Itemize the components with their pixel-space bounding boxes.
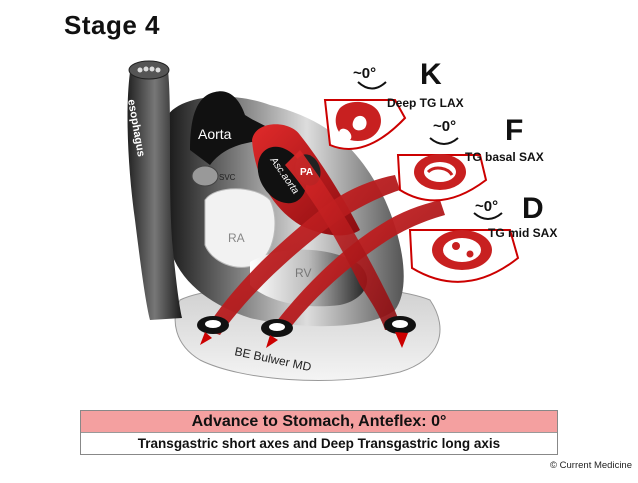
view-k-name: Deep TG LAX [387,96,464,110]
view-d-angle: ~0° [475,198,499,215]
stage-title: Stage 4 [64,10,160,40]
echo-view-k [323,81,407,150]
esophagus-opening [128,60,170,80]
svc-vessel [191,165,219,187]
probe-tip-3 [384,316,416,348]
view-f-letter: F [505,114,524,147]
label-svc: SVC [219,173,236,182]
esophagus-tube [127,63,182,321]
label-rv: RV [295,266,311,280]
right-atrium [204,188,276,268]
banner-subheading: Transgastric short axes and Deep Transga… [81,433,557,454]
label-pa: PA [300,167,313,178]
label-aorta: Aorta [198,126,232,142]
echo-view-d [408,212,520,283]
probe-plane-3 [285,150,400,330]
probe-tip-2 [261,319,293,348]
view-f-name: TG basal SAX [465,150,544,164]
label-ra: RA [228,231,245,245]
echo-view-f [396,137,488,202]
probe-tip-1 [197,316,229,345]
view-f-angle: ~0° [433,118,457,135]
instruction-banner: Advance to Stomach, Anteflex: 0° Transga… [80,410,558,455]
view-k-angle: ~0° [353,65,377,82]
view-d-letter: D [522,192,544,225]
banner-heading: Advance to Stomach, Anteflex: 0° [81,411,557,433]
view-d-name: TG mid SAX [488,226,558,240]
aorta-arch [190,91,280,165]
credit-text: © Current Medicine [550,460,632,471]
view-k-letter: K [420,58,442,91]
